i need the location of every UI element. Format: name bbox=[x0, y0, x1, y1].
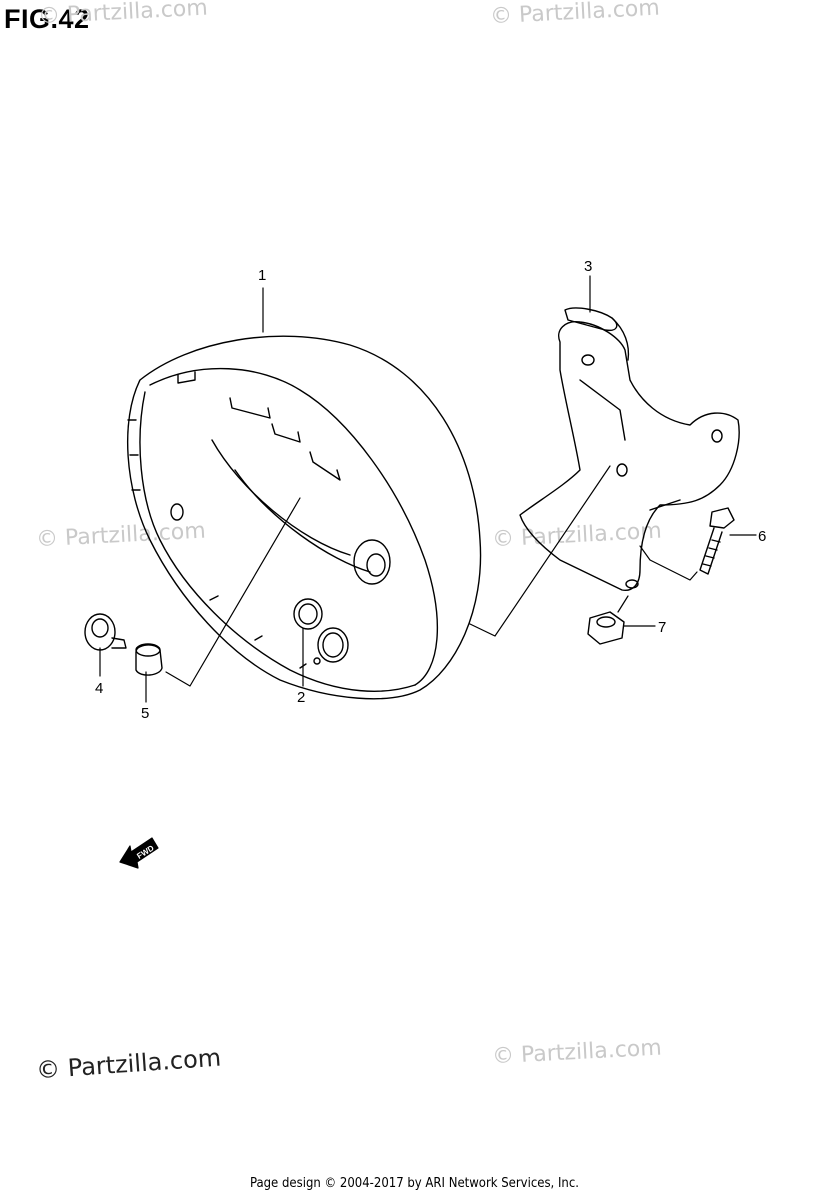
page-footer: Page design © 2004-2017 by ARI Network S… bbox=[250, 1176, 579, 1191]
collar bbox=[135, 643, 163, 676]
callout-1: 1 bbox=[258, 267, 266, 284]
callout-5: 5 bbox=[141, 705, 149, 722]
callout-7: 7 bbox=[658, 619, 666, 636]
bolt bbox=[699, 507, 735, 575]
callout-2: 2 bbox=[297, 689, 305, 706]
figure-title: FIG.42 bbox=[4, 4, 90, 34]
callout-4: 4 bbox=[95, 680, 103, 697]
callout-6: 6 bbox=[758, 528, 766, 545]
headlight-housing bbox=[126, 335, 482, 700]
screw bbox=[84, 613, 127, 651]
flange-nut bbox=[587, 611, 625, 645]
fwd-arrow bbox=[119, 837, 159, 869]
mounting-bracket bbox=[519, 307, 740, 592]
callout-3: 3 bbox=[584, 258, 592, 275]
